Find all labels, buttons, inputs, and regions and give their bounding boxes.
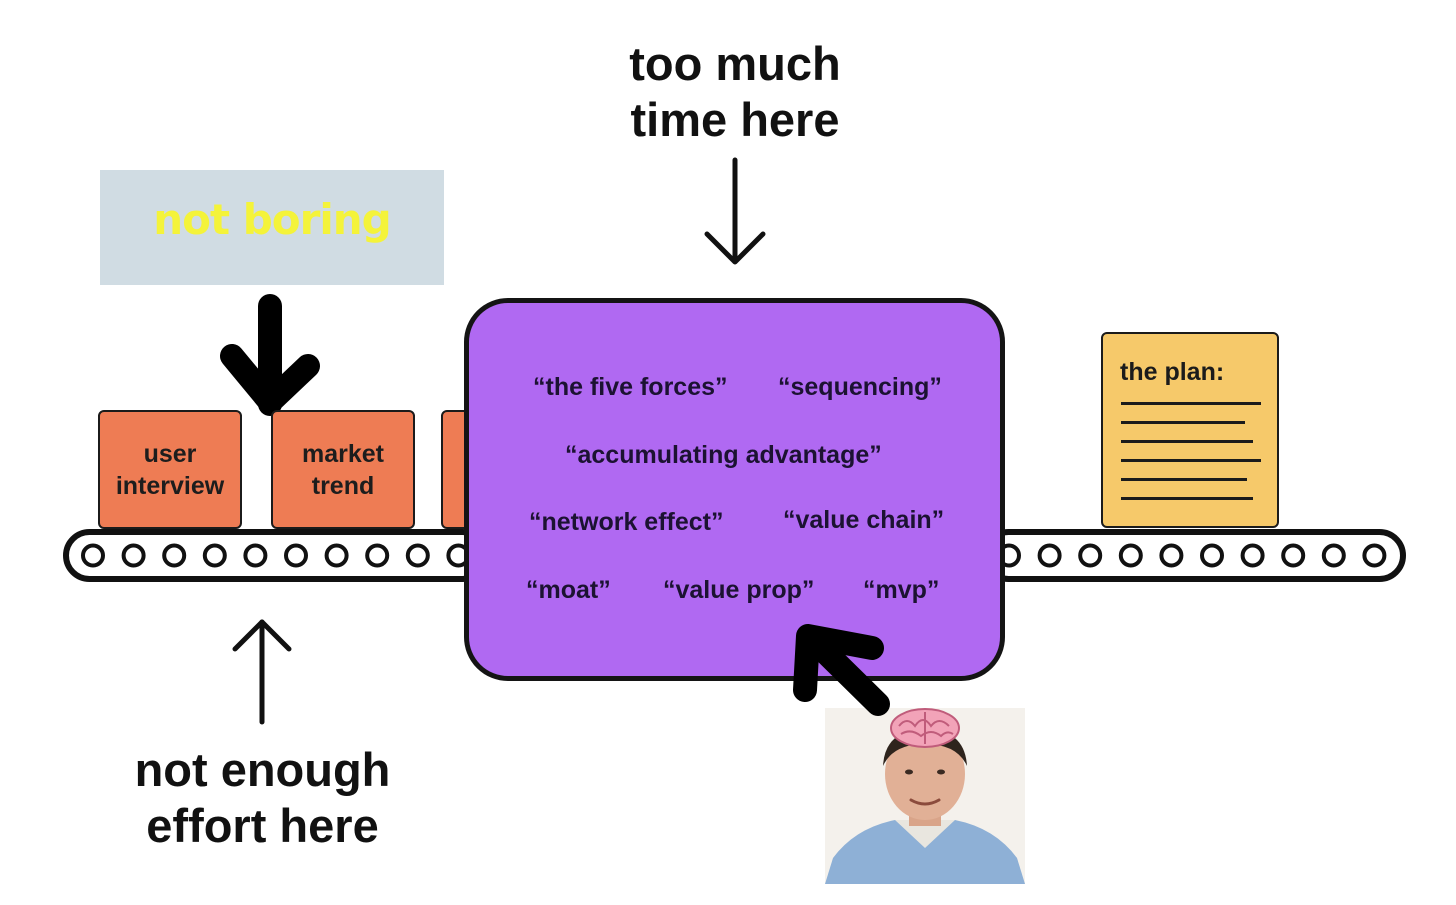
bottom-caption-line-1: not enough — [134, 743, 391, 796]
plan-line — [1121, 478, 1247, 481]
term-value-prop: “value prop” — [663, 576, 815, 604]
belt-roller — [1159, 543, 1184, 568]
belt-roller — [405, 543, 430, 568]
belt-roller — [1200, 543, 1224, 568]
plan-line — [1121, 440, 1253, 443]
plan-line — [1121, 459, 1261, 462]
belt-roller — [1281, 543, 1306, 568]
term-accumulating-advantage: “accumulating advantage” — [565, 441, 882, 469]
belt-roller — [365, 543, 390, 568]
input-box-line-2: trend — [311, 471, 375, 500]
belt-roller — [81, 543, 105, 568]
belt-roller — [1118, 543, 1143, 568]
bottom-caption: not enough effort here — [100, 742, 425, 854]
belt-roller — [243, 543, 268, 568]
belt-roller — [284, 543, 308, 568]
plan-line — [1121, 421, 1245, 424]
plan-line — [1121, 402, 1261, 405]
term-sequencing: “sequencing” — [778, 373, 942, 401]
input-box-line-1: market — [302, 439, 384, 468]
input-box-line-2: interview — [115, 471, 225, 500]
top-caption-line-2: time here — [630, 93, 840, 146]
logo-box — [100, 170, 444, 285]
belt-roller — [121, 543, 146, 568]
belt-roller — [1362, 543, 1387, 568]
input-box-line-1: user — [143, 439, 197, 468]
strategy-machine: “the five forces” “sequencing” “accumula… — [464, 298, 1005, 681]
plan-title: the plan: — [1120, 358, 1225, 386]
belt-roller — [324, 543, 349, 568]
thick-pointer-arrow-icon — [793, 624, 890, 716]
person-photo — [825, 708, 1025, 884]
term-mvp: “mvp” — [863, 576, 940, 604]
term-five-forces: “the five forces” — [533, 373, 728, 401]
input-box-user-interview: user interview — [98, 410, 242, 529]
belt-roller — [1037, 543, 1062, 568]
belt-roller — [1240, 543, 1265, 568]
input-box-market-trend: market trend — [271, 410, 415, 529]
thick-down-arrow-icon — [220, 294, 320, 416]
term-value-chain: “value chain” — [783, 506, 945, 534]
belt-roller — [1078, 543, 1103, 568]
plan-document: the plan: — [1101, 332, 1279, 528]
term-network-effect: “network effect” — [529, 508, 724, 536]
term-moat: “moat” — [526, 576, 611, 604]
logo-text: not boring — [153, 195, 391, 244]
right-belt — [982, 529, 1406, 582]
down-arrow-icon — [704, 157, 766, 265]
belt-roller — [202, 543, 227, 568]
top-caption: too much time here — [555, 36, 915, 148]
bottom-caption-line-2: effort here — [146, 799, 379, 852]
belt-roller — [162, 543, 187, 568]
up-arrow-icon — [232, 619, 292, 725]
belt-roller — [1321, 543, 1346, 568]
plan-line — [1121, 497, 1253, 500]
brain-icon — [890, 708, 960, 748]
top-caption-line-1: too much — [629, 37, 841, 90]
